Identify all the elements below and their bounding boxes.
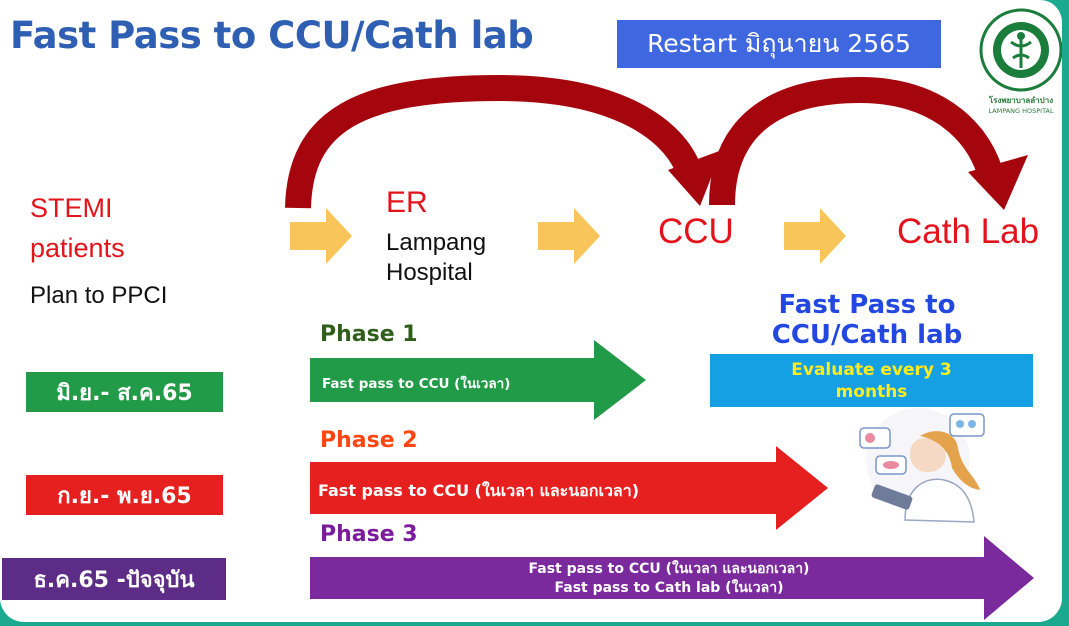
evaluate-box: Evaluate every 3 months	[710, 354, 1033, 407]
phase-3-title: Phase 3	[320, 522, 418, 547]
phase-2-title: Phase 2	[320, 428, 418, 453]
logo-hospital-en: LAMPANG HOSPITAL	[988, 107, 1054, 115]
page-title: Fast Pass to CCU/Cath lab	[10, 14, 534, 57]
cath-lab-label: Cath Lab	[897, 212, 1040, 251]
stemi-line-1: STEMI	[30, 193, 113, 223]
phase-3-text-line-1: Fast pass to CCU (ในเวลา และนอกเวลา)	[528, 561, 810, 577]
plan-label: Plan to PPCI	[30, 282, 168, 309]
curve-arrow-to-ccu	[285, 74, 700, 209]
flow-arrow-3	[784, 208, 846, 264]
curve-arrow-to-cath	[709, 76, 1003, 206]
curve-arrowhead-cath	[968, 155, 1028, 210]
flow-arrow-1	[290, 208, 352, 264]
phase-1-period: มิ.ย.- ส.ค.65	[26, 372, 223, 412]
restart-badge: Restart มิถุนายน 2565	[617, 20, 941, 68]
er-hospital-box: Lampang Hospital	[386, 228, 546, 288]
er-hospital-label: Lampang Hospital	[386, 229, 487, 286]
evaluate-text: Evaluate every 3 months	[791, 359, 952, 402]
doctor-illustration	[859, 408, 985, 523]
phase-1-text: Fast pass to CCU (ในเวลา)	[322, 376, 511, 392]
curve-arrowhead-ccu	[668, 150, 722, 206]
phase-2-period: ก.ย.- พ.ย.65	[26, 475, 223, 515]
ministry-seal-icon	[979, 8, 1062, 92]
ccu-label: CCU	[658, 212, 734, 251]
phase-3-arrow	[310, 536, 1034, 620]
stemi-label: STEMI patients	[30, 188, 125, 268]
phase-3-text-line-2: Fast pass to Cath lab (ในเวลา)	[554, 580, 784, 596]
phase-3-text: Fast pass to CCU (ในเวลา และนอกเวลา) Fas…	[310, 560, 1028, 598]
phase-2-arrow	[310, 446, 828, 530]
stemi-line-2: patients	[30, 233, 125, 263]
phase-1-title: Phase 1	[320, 322, 418, 347]
phase-1-arrow	[310, 340, 646, 420]
logo-hospital-th: โรงพยาบาลลำปาง	[988, 96, 1054, 105]
fast-pass-title: Fast Pass to CCU/Cath lab	[771, 290, 963, 350]
er-label: ER	[386, 186, 428, 219]
phase-3-period: ธ.ค.65 -ปัจจุบัน	[2, 558, 226, 600]
phase-2-text: Fast pass to CCU (ในเวลา และนอกเวลา)	[318, 481, 640, 500]
flow-arrow-2	[538, 208, 600, 264]
hospital-logo: โรงพยาบาลลำปาง LAMPANG HOSPITAL	[978, 6, 1062, 124]
